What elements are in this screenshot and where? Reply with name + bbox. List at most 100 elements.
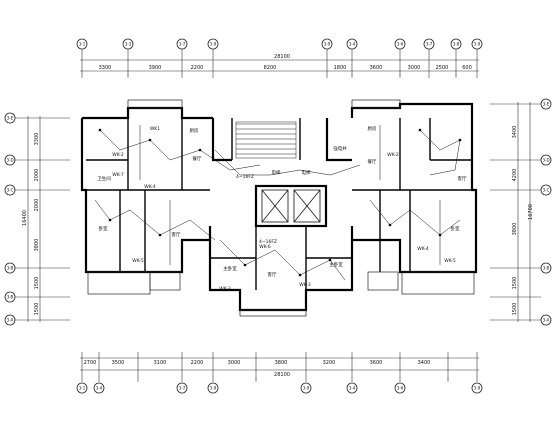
dimension-text: 1500 (512, 277, 518, 290)
top-axis-label: 3-9 (324, 42, 331, 47)
room-name: 餐厅 (368, 158, 377, 165)
right-dimension-lines (490, 102, 541, 322)
dimension-text: 1500 (512, 303, 518, 316)
top-axis-label: 3-1 (79, 42, 86, 47)
dimension-text: 3400 (512, 126, 518, 139)
bottom-axis-label: 3-9 (210, 386, 217, 391)
top-axis-label: 3-7 (426, 42, 433, 47)
top-segment-dimensions: 3300 3900 2200 8200 1800 3600 3000 2500 … (99, 65, 472, 71)
right-overall-dimension: 16700 (528, 204, 534, 220)
dimension-text: 3200 (323, 360, 336, 366)
dimension-text: 2200 (191, 65, 204, 71)
bottom-axis-label: 3-4 (96, 386, 103, 391)
right-axis-label: 3-A (543, 318, 550, 323)
circuit-label: WK-4 (144, 184, 156, 190)
circuit-label: WK-3 (219, 286, 231, 292)
top-axis-label: 3-4 (349, 42, 356, 47)
dimension-text: 2200 (191, 360, 204, 366)
balconies (87, 99, 475, 317)
dimension-text: 3000 (228, 360, 241, 366)
room-name: 主卧室 (223, 265, 237, 272)
dimension-text: 1500 (34, 277, 40, 290)
circuit-label: WK-5 (132, 258, 144, 264)
dimension-text: 1800 (334, 65, 347, 71)
elevator-shafts (261, 189, 321, 223)
circuit-label: WK-5 (444, 258, 456, 264)
room-name: 卧室 (99, 225, 108, 232)
dimension-text: 3400 (418, 360, 431, 366)
room-name: 卧室 (451, 225, 460, 232)
dimension-text: 2000 (34, 199, 40, 212)
dimension-text: 3800 (512, 223, 518, 236)
right-axis-label: 3-D (542, 158, 549, 163)
dimension-text: 8200 (264, 65, 277, 71)
room-name: 餐厅 (193, 155, 202, 162)
top-axis-label: 3-7 (179, 42, 186, 47)
right-segment-dimensions: 3400 4200 3800 1500 1500 (512, 126, 518, 316)
dimension-text: 3100 (154, 360, 167, 366)
dimension-text: 2700 (84, 360, 97, 366)
dimension-text: 3300 (99, 65, 112, 71)
bottom-axis-labels: 3-1 3-4 3-7 3-9 3-9 3-4 3-6 3-9 (79, 386, 481, 391)
circuit-label: WK-4 (417, 246, 429, 252)
left-axis-labels: 3-E 3-D 3-C 3-B 3-B 3-A (6, 116, 13, 323)
circuit-label: WK-6 (259, 244, 271, 250)
dimension-text: 2000 (34, 169, 40, 182)
dimension-text: 3300 (34, 133, 40, 146)
stair-label: 4~16FZ (259, 239, 277, 245)
top-axis-label: 3-6 (397, 42, 404, 47)
circuit-label: WK-7 (112, 172, 124, 178)
right-axis-bubbles (540, 98, 552, 326)
dimension-text: 3800 (275, 360, 288, 366)
room-name: 客厅 (458, 175, 467, 182)
room-name: 厨房 (368, 125, 377, 132)
dimension-text: 2500 (436, 65, 449, 71)
dimension-text: 3600 (370, 65, 383, 71)
room-labels: WK1 WK-2 WK-2 WK-3 WK-4 WK-4 WK-5 WK-5 W… (97, 125, 467, 292)
bottom-overall-dimension: 28100 (274, 372, 290, 378)
bottom-axis-bubbles (76, 382, 483, 394)
circuit-label: WK-2 (112, 152, 124, 158)
dimension-text: 3800 (34, 239, 40, 252)
bottom-axis-label: 3-9 (303, 386, 310, 391)
dimension-text: 3900 (149, 65, 162, 71)
top-axis-label: 3-9 (474, 42, 481, 47)
right-axis-label: 3-B (543, 266, 550, 271)
room-name: 厨房 (190, 127, 199, 134)
dimension-text: 3500 (112, 360, 125, 366)
left-axis-label: 3-D (6, 158, 13, 163)
interior-walls (86, 118, 476, 290)
top-axis-label: 3-9 (210, 42, 217, 47)
bottom-axis-label: 3-6 (397, 386, 404, 391)
bottom-axis-label: 3-4 (349, 386, 356, 391)
stair-label: 4~16FZ (236, 174, 254, 180)
top-axis-label: 3-3 (125, 42, 132, 47)
dimension-text: 600 (462, 65, 472, 71)
top-axis-labels: 3-1 3-3 3-7 3-9 3-9 3-4 3-6 3-7 3-8 3-9 (79, 42, 481, 47)
electrical-wiring (94, 125, 461, 281)
dimension-text: 3000 (408, 65, 421, 71)
room-name: 客厅 (268, 271, 277, 278)
top-axis-label: 3-8 (453, 42, 460, 47)
dimension-text: 4200 (512, 169, 518, 182)
left-overall-dimension: 16400 (22, 210, 28, 226)
circuit-label: WK-2 (387, 152, 399, 158)
circuit-label: WK-3 (299, 282, 311, 288)
room-name: 主卧室 (329, 261, 343, 268)
top-axis-bubbles (76, 38, 483, 50)
left-axis-label: 3-C (7, 188, 14, 193)
stair-treads (235, 121, 297, 159)
bottom-dimension-lines (80, 352, 479, 382)
top-overall-dimension: 28100 (274, 54, 290, 60)
room-name: 电梯 (272, 169, 281, 176)
top-dimension-lines (80, 49, 479, 78)
bottom-axis-label: 3-1 (79, 386, 86, 391)
dimension-text: 3600 (370, 360, 383, 366)
room-name: 电梯 (302, 169, 311, 176)
right-axis-label: 3-E (543, 102, 550, 107)
room-name: 强电井 (333, 145, 347, 152)
fixture-dots (98, 128, 462, 277)
building-walls (80, 102, 478, 312)
left-axis-label: 3-B (7, 295, 14, 300)
